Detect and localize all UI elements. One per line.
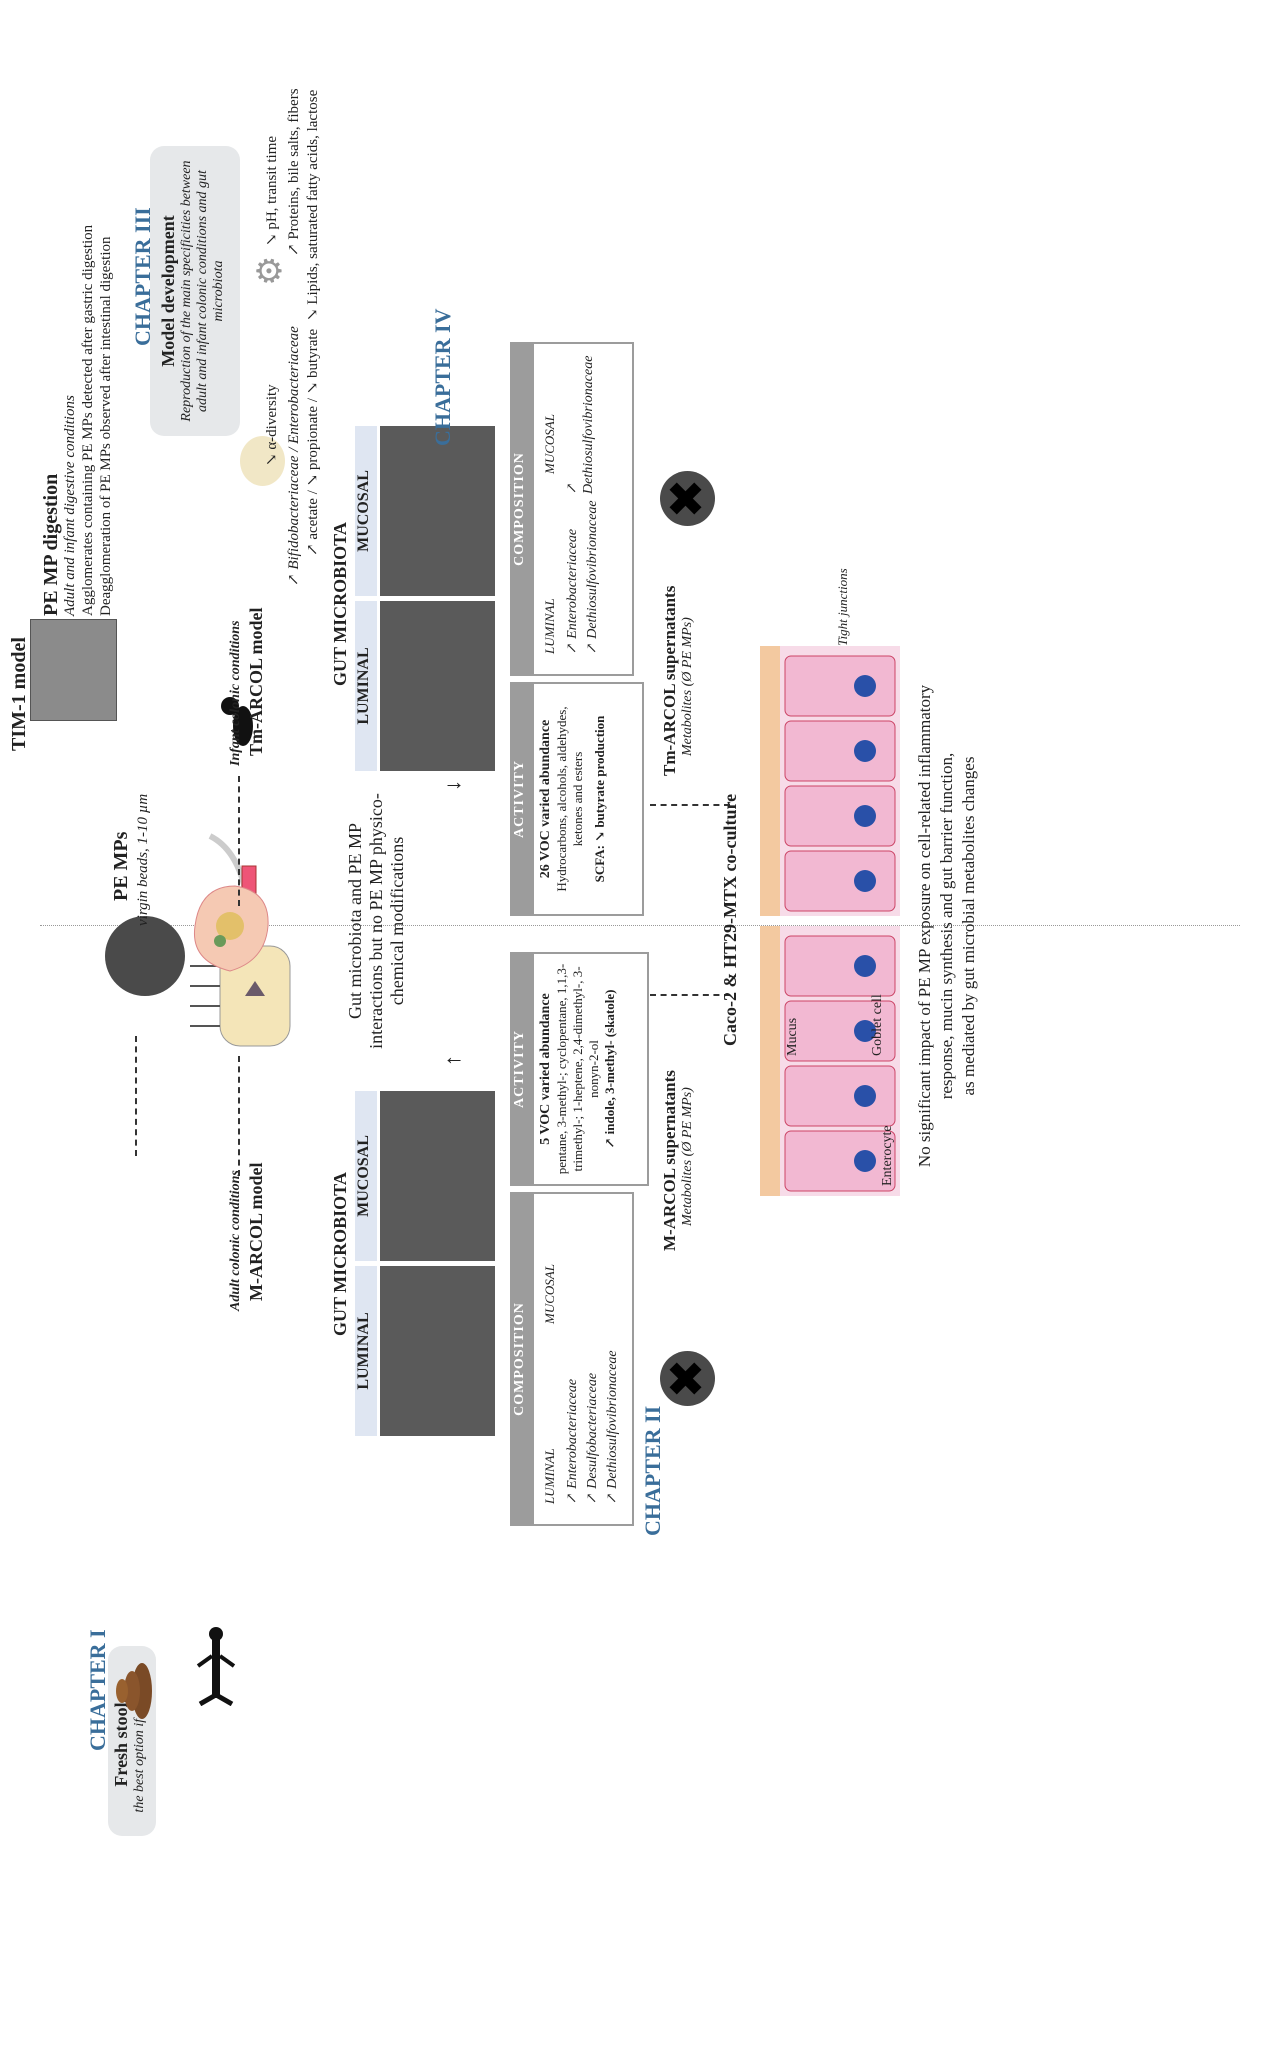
tim-title: PE MP digestion <box>40 473 62 616</box>
stools-to-reactor <box>135 1036 137 1156</box>
ch4-luminal-sem <box>380 601 495 771</box>
ch4-mucosal-sem <box>380 426 495 596</box>
infant-cond: Infant colonic conditions <box>228 620 243 766</box>
ch2-mucosal-sem <box>380 1091 495 1261</box>
ch4-activity-hdr: ACTIVITY <box>512 684 534 914</box>
chapter4-label: CHAPTER IV <box>430 308 455 446</box>
ch2-act-indole: ↗ indole, 3-methyl- (skatole) <box>602 989 617 1149</box>
ch2-mucosal-band: MUCOSAL <box>355 1091 377 1261</box>
ch4-luminal-band: LUMINAL <box>355 601 377 771</box>
infant-model: Tm-ARCOL model <box>246 607 266 757</box>
m-sub: Metabolites (Ø PE MPs) <box>680 1087 695 1226</box>
pe-to-infant <box>238 776 240 906</box>
tm-sub: Metabolites (Ø PE MPs) <box>680 617 695 756</box>
tm-arrow <box>650 804 730 806</box>
ch4-comp-hdr: COMPOSITION <box>512 344 534 674</box>
ch3-b3: ↗ acetate / ↘ propionate / ↘ butyrate <box>305 328 321 556</box>
pe-title: PE MPs <box>110 831 132 901</box>
m-cell-layer <box>760 926 905 1196</box>
ch4-gut-title: GUT MICROBIOTA <box>330 522 350 686</box>
ch2-comp-lum: LUMINAL <box>542 1448 557 1504</box>
ch3-p3: ↘ Lipids, saturated fatty acids, lactose <box>305 89 321 321</box>
tim-line2: Deagglomeration of PE MPs observed after… <box>98 236 114 616</box>
ch2-comp-item-2: ↗ Desulfobacteriaceae <box>585 1372 600 1504</box>
conclusion-1: No significant impact of PE MP exposure … <box>915 684 934 1168</box>
ch4-comp-muc-1: ↗ Dethiosulfovibrionaceae <box>565 355 596 494</box>
ch4-activity-panel: ACTIVITY 26 VOC varied abundance Hydroca… <box>510 682 644 916</box>
coculture-title: Caco-2 & HT29-MTX co-culture <box>720 793 740 1046</box>
m-crossed-pe: ✖ <box>660 1351 715 1406</box>
interaction-text: Gut microbiota and PE MP interactions bu… <box>345 793 407 1049</box>
ch2-luminal-band: LUMINAL <box>355 1266 377 1436</box>
tm-sup: Tm-ARCOL supernatants <box>660 585 679 776</box>
ch3-p2: ↗ Proteins, bile salts, fibers <box>286 88 302 256</box>
conclusion-2: response, mucin synthesis and gut barrie… <box>937 752 956 1100</box>
ch4-act-scfa: SCFA: ↘ butyrate production <box>592 715 607 883</box>
ch2-composition-panel: COMPOSITION LUMINAL MUCOSAL ↗ Enterobact… <box>510 1192 634 1526</box>
entero-label: Enterocyte <box>880 1125 895 1186</box>
ch2-activity-panel: ACTIVITY 5 VOC varied abundance pentane,… <box>510 952 649 1186</box>
ch2-comp-hdr: COMPOSITION <box>512 1194 534 1524</box>
ch4-comp-lum-1: ↗ Enterobacteriaceae <box>565 528 580 654</box>
mucus-label: Mucus <box>785 1017 800 1056</box>
ch3-p1: ↘ pH, transit time <box>264 135 280 246</box>
ch2-act-text: pentane, 3-methyl-; cyclopentane, 1,1,3-… <box>554 963 601 1175</box>
tm-cell-layer <box>760 646 905 916</box>
adult-human-icon <box>190 1626 245 1707</box>
conclusion-3: as mediated by gut microbial metabolites… <box>959 756 978 1096</box>
ch2-comp-item-3: ↗ Dethiosulfovibrionaceae <box>605 1350 620 1504</box>
gear-icon: ⚙ <box>252 255 289 286</box>
model-dev-title: Model development <box>158 215 178 367</box>
arrow-right-center: ↓ <box>440 780 465 791</box>
arrow-left-center: ↑ <box>440 1055 465 1066</box>
tim-model: TIM-1 model <box>8 637 30 751</box>
gut-illustration <box>180 871 285 981</box>
tim-line1: Agglomerates containing PE MPs detected … <box>80 224 96 616</box>
tim-sub: Adult and infant digestive conditions <box>62 395 78 616</box>
adult-model: M-ARCOL model <box>246 1162 266 1302</box>
tm-crossed-pe: ✖ <box>660 471 715 526</box>
model-dev-box: Model development Reproduction of the ma… <box>150 146 240 436</box>
ch4-mucosal-band: MUCOSAL <box>355 426 377 596</box>
ch2-luminal-sem <box>380 1266 495 1436</box>
ch2-comp-item-1: ↗ Enterobacteriaceae <box>565 1378 580 1504</box>
ch4-act-title: 26 VOC varied abundance <box>538 719 553 879</box>
ch4-comp-lum-2: ↗ Dethiosulfovibrionaceae <box>585 500 600 654</box>
chapter2-label: CHAPTER II <box>640 1405 665 1536</box>
m-sup: M-ARCOL supernatants <box>660 1070 679 1251</box>
ch2-act-title: 5 VOC varied abundance <box>538 993 553 1145</box>
ch3-b1: ↘ α-diversity <box>264 384 280 466</box>
ch2-gut-title: GUT MICROBIOTA <box>330 1172 350 1336</box>
pe-mp-image <box>105 916 185 996</box>
stool-icon <box>110 1651 160 1721</box>
ch2-activity-hdr: ACTIVITY <box>512 954 534 1184</box>
adult-cond: Adult colonic conditions <box>228 1170 243 1311</box>
m-arrow <box>650 994 730 996</box>
ch3-b2: ↗ Bifidobacteriaceae / Enterobacteriacea… <box>286 326 302 586</box>
ch4-comp-lum: LUMINAL <box>542 598 557 654</box>
tim-photo <box>30 619 117 721</box>
pe-sub: virgin beads, 1-10 µm <box>135 793 151 926</box>
ch2-comp-muc: MUCOSAL <box>542 1264 557 1324</box>
ch4-comp-muc: MUCOSAL <box>542 414 557 474</box>
tight-junctions: Tight junctions <box>835 568 850 646</box>
model-dev-text: Reproduction of the main specificities b… <box>179 160 226 422</box>
ch4-act-text: Hydrocarbons, alcohols, aldehydes, keton… <box>554 706 585 892</box>
baby-icon <box>215 691 270 751</box>
ch4-composition-panel: COMPOSITION LUMINAL MUCOSAL ↗ Enterobact… <box>510 342 634 676</box>
arrow-to-adult <box>238 1056 240 1176</box>
goblet-label: Goblet cell <box>870 994 885 1056</box>
